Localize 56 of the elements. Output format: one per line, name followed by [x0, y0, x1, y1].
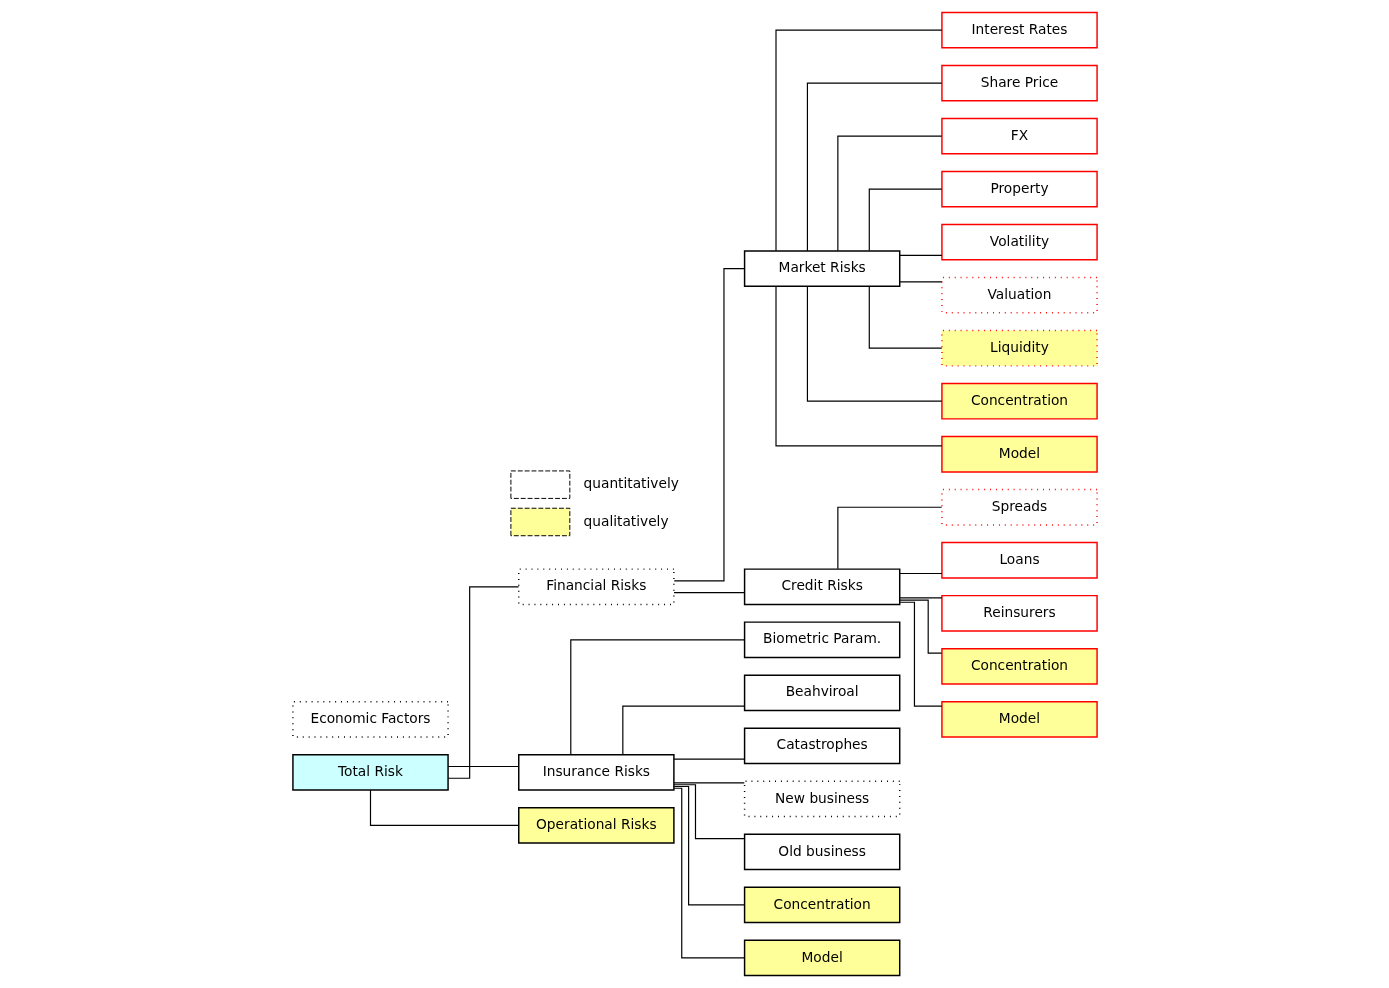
node-box: Loans	[940, 541, 1098, 579]
node-box: Share Price	[940, 64, 1098, 102]
legend-label: quantitatively	[583, 475, 679, 492]
connector	[673, 787, 745, 959]
connector	[836, 506, 942, 570]
connector	[806, 285, 942, 402]
connector	[672, 758, 745, 760]
node-box: Model	[940, 435, 1098, 473]
connector	[806, 82, 942, 252]
connector	[898, 599, 942, 654]
connector	[569, 639, 745, 756]
node-box: Credit Risks	[743, 568, 900, 606]
node-box: Operational Risks	[517, 806, 675, 844]
node-box: Spreads	[940, 488, 1098, 526]
node-box: Market Risks	[743, 250, 900, 288]
node-box: Valuation	[940, 276, 1098, 314]
connector	[774, 286, 942, 447]
connector	[672, 592, 745, 594]
node-box: Beahviroal	[743, 674, 900, 712]
node-box: New business	[743, 780, 900, 818]
connector	[836, 135, 942, 252]
connector	[868, 286, 942, 349]
legend-label: qualitatively	[583, 512, 669, 529]
node-box: FX	[940, 117, 1098, 155]
node-box: Property	[940, 170, 1098, 208]
connector	[898, 254, 942, 256]
node-box: Insurance Risks	[517, 753, 675, 791]
connector	[621, 705, 745, 756]
connector	[447, 765, 519, 768]
node-box: Model	[940, 700, 1098, 738]
connector	[673, 785, 745, 906]
node-box: Volatility	[940, 223, 1098, 261]
node-box: Economic Factors	[291, 700, 449, 738]
connector	[369, 789, 519, 826]
connector	[898, 572, 942, 575]
node-box: Catastrophes	[743, 727, 900, 765]
connector	[447, 586, 519, 779]
node-box: Financial Risks	[517, 568, 675, 606]
connector	[774, 29, 942, 252]
connector	[898, 281, 942, 283]
connector	[898, 597, 942, 599]
node-box: Reinsurers	[940, 594, 1098, 632]
connector	[868, 188, 942, 252]
node-box: Interest Rates	[940, 11, 1098, 49]
connector	[672, 784, 745, 840]
node-box: Concentration	[940, 382, 1098, 420]
node-box: Liquidity	[940, 329, 1098, 367]
node-box: Model	[743, 939, 900, 977]
node-box: Biometric Param.	[743, 621, 900, 659]
node-box: Concentration	[743, 886, 900, 924]
connector	[672, 782, 745, 784]
node-box: Concentration	[940, 647, 1098, 685]
connector	[673, 268, 745, 582]
connector	[898, 601, 942, 707]
node-box: Total Risk	[291, 753, 449, 791]
node-box: Old business	[743, 833, 900, 871]
